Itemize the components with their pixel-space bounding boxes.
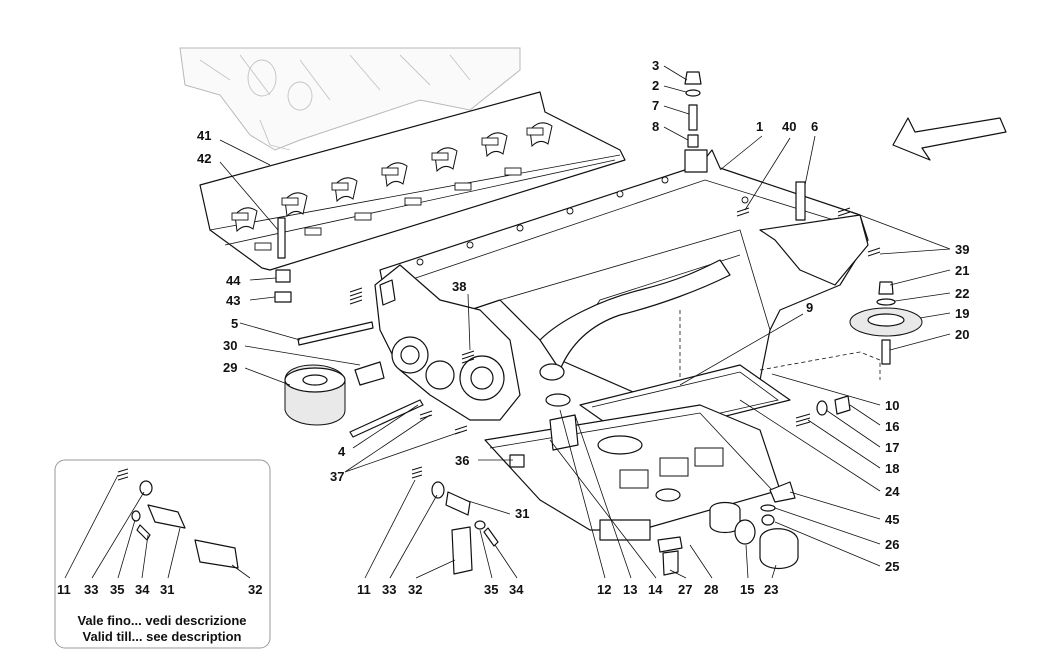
callout-15: 15	[740, 582, 754, 597]
oil-filter	[284, 364, 346, 426]
callout-23: 23	[764, 582, 778, 597]
stud-stack-top	[274, 71, 806, 303]
sensor-group	[411, 466, 499, 575]
callout-30: 30	[223, 338, 237, 353]
inset-callout-11: 11	[57, 582, 71, 597]
callout-26: 26	[885, 537, 899, 552]
callout-27: 27	[678, 582, 692, 597]
callout-34b: 34	[509, 582, 524, 597]
lower-fittings	[509, 393, 851, 576]
callout-29: 29	[223, 360, 237, 375]
callout-37: 37	[330, 469, 344, 484]
callout-5: 5	[231, 316, 238, 331]
callout-25: 25	[885, 559, 899, 574]
oil-pump-cover	[374, 264, 521, 421]
inset-callout-34: 34	[135, 582, 150, 597]
callout-33b: 33	[382, 582, 396, 597]
callout-4: 4	[338, 444, 346, 459]
callout-14: 14	[648, 582, 663, 597]
upper-sump-housing	[379, 149, 869, 396]
callout-7: 7	[652, 98, 659, 113]
callout-13: 13	[623, 582, 637, 597]
callout-6: 6	[811, 119, 818, 134]
callout-19: 19	[955, 306, 969, 321]
caption-italian: Vale fino... vedi descrizione	[77, 613, 246, 628]
callout-17: 17	[885, 440, 899, 455]
callout-18: 18	[885, 461, 899, 476]
callout-16: 16	[885, 419, 899, 434]
callout-40: 40	[782, 119, 796, 134]
studs-group	[297, 321, 424, 438]
leader-lines	[64, 65, 951, 579]
engine-block-ghost	[179, 47, 521, 151]
callout-labels: 3 2 7 8 1 40 6 41 42 39 21 22 19 20 44 4…	[57, 58, 969, 597]
inset-callout-31: 31	[160, 582, 174, 597]
callout-2: 2	[652, 78, 659, 93]
inset-callout-32: 32	[248, 582, 262, 597]
callout-9: 9	[806, 300, 813, 315]
callout-36: 36	[455, 453, 469, 468]
direction-arrow	[892, 117, 1007, 161]
inset-frame	[54, 459, 271, 649]
inset-detail	[54, 459, 271, 649]
springs-group	[349, 207, 881, 435]
callout-31: 31	[515, 506, 529, 521]
callout-41: 41	[197, 128, 211, 143]
callout-10: 10	[885, 398, 899, 413]
callout-24: 24	[885, 484, 900, 499]
callout-44: 44	[226, 273, 241, 288]
callout-11b: 11	[357, 582, 371, 597]
callout-20: 20	[955, 327, 969, 342]
callout-38: 38	[452, 279, 466, 294]
callout-3: 3	[652, 58, 659, 73]
callout-22: 22	[955, 286, 969, 301]
callout-35b: 35	[484, 582, 498, 597]
inset-callout-35: 35	[110, 582, 124, 597]
callout-12: 12	[597, 582, 611, 597]
caption-english: Valid till... see description	[83, 629, 242, 644]
callout-1: 1	[756, 119, 763, 134]
inset-callout-33: 33	[84, 582, 98, 597]
callout-28: 28	[704, 582, 718, 597]
callout-32b: 32	[408, 582, 422, 597]
callout-39: 39	[955, 242, 969, 257]
pulley-group	[679, 281, 923, 395]
callout-45: 45	[885, 512, 899, 527]
callout-8: 8	[652, 119, 659, 134]
callout-21: 21	[955, 263, 969, 278]
callout-43: 43	[226, 293, 240, 308]
bearing-girdle	[199, 91, 626, 271]
callout-42: 42	[197, 151, 211, 166]
inset-caption: Vale fino... vedi descrizione Valid till…	[77, 613, 246, 644]
